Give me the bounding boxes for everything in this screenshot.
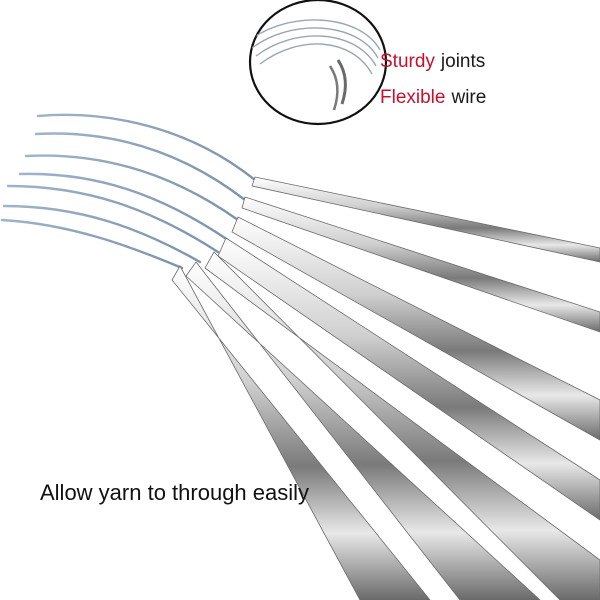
wire-3 (24, 154, 240, 222)
needle-5 (204, 251, 600, 600)
wire-2 (34, 132, 247, 202)
wire-5 (6, 184, 220, 254)
wire-6 (2, 204, 202, 264)
wire-group (0, 113, 257, 270)
needle-6 (185, 261, 541, 600)
needle-group (171, 176, 600, 600)
wire-7 (0, 218, 184, 270)
needle-3 (231, 216, 600, 441)
needle-4 (217, 237, 600, 521)
callout-accent: Sturdy (380, 51, 435, 72)
caption-text: Allow yarn to through easily (40, 480, 310, 505)
needle-7 (171, 265, 431, 600)
inset-magnifier (248, 0, 388, 126)
needle-1 (251, 176, 600, 263)
callout-accent: Flexible (380, 87, 446, 108)
wire-1 (36, 113, 257, 182)
wire-4 (18, 172, 230, 242)
callout-text: joints (440, 51, 486, 72)
callout-text: wire (451, 87, 487, 108)
needle-2 (241, 196, 600, 333)
